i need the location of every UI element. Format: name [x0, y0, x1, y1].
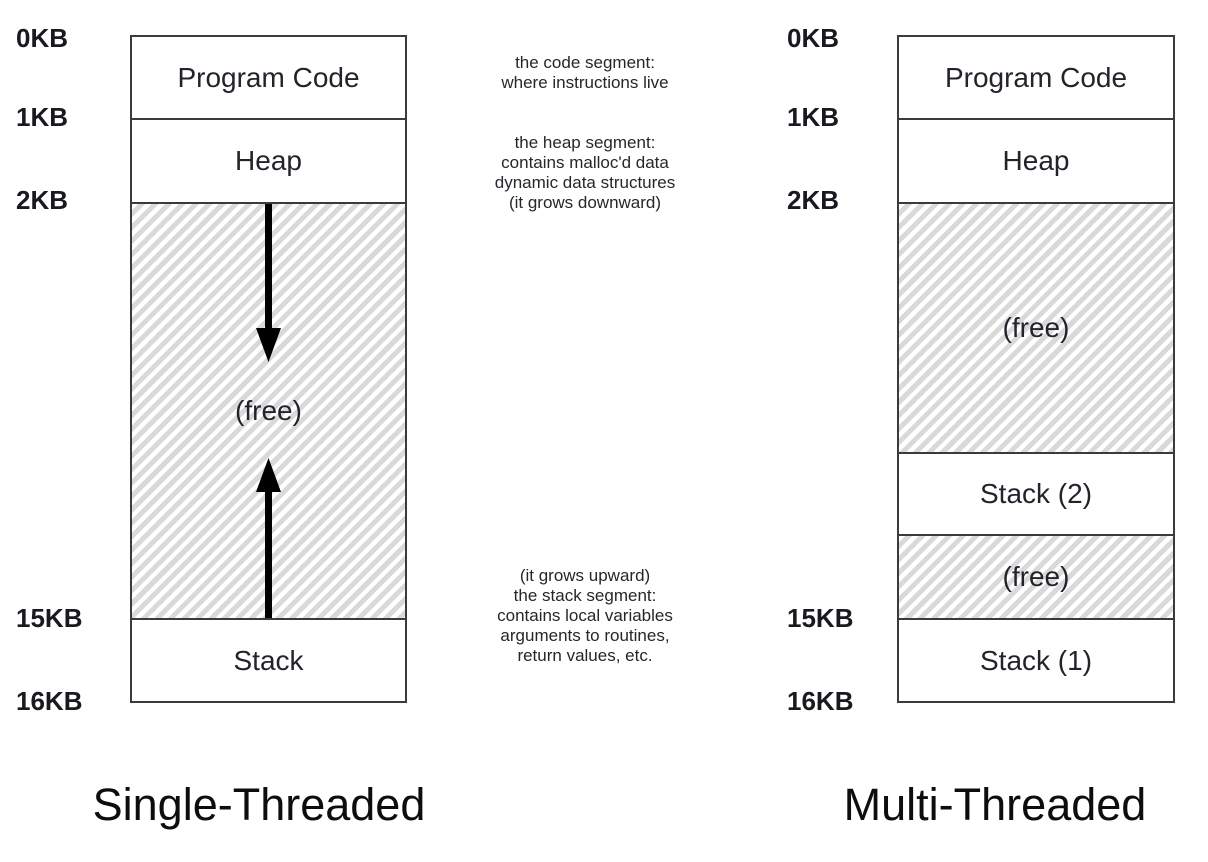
segment-label: (free)	[235, 395, 302, 426]
tick-16kb-left: 16KB	[16, 686, 83, 716]
tick-16kb-right: 16KB	[787, 686, 854, 716]
tick-15kb-left: 15KB	[16, 603, 83, 633]
segment-label: (free)	[1002, 312, 1070, 343]
segment-label: (free)	[1002, 561, 1070, 592]
annotation-stack-segment: (it grows upward) the stack segment: con…	[497, 566, 673, 665]
diagram-title-multi-threaded: Multi-Threaded	[843, 779, 1147, 830]
segment-label: Stack	[233, 644, 304, 676]
segment-program-code: Program Code	[899, 37, 1173, 118]
segment-label: Stack (2)	[979, 478, 1093, 509]
tick-0kb-right: 0KB	[787, 23, 840, 53]
segment-heap: Heap	[132, 118, 405, 202]
segment-free-upper: (free)	[899, 202, 1173, 452]
segment-label: Program Code	[944, 61, 1128, 93]
segment-label: Heap	[235, 145, 302, 176]
heap-growth-down-arrow-icon	[256, 204, 281, 362]
segment-stack: Stack	[132, 618, 405, 701]
segment-free-lower: (free)	[899, 534, 1173, 618]
segment-heap: Heap	[899, 118, 1173, 202]
tick-1kb-left: 1KB	[16, 102, 69, 132]
segment-free: (free)	[132, 202, 405, 618]
segment-label: Program Code	[177, 61, 360, 93]
annotation-heap-segment: the heap segment: contains malloc'd data…	[494, 133, 676, 212]
segment-program-code: Program Code	[132, 37, 405, 118]
segment-stack-1: Stack (1)	[899, 618, 1173, 701]
segment-label: Heap	[1002, 145, 1070, 176]
segment-label: Stack (1)	[979, 644, 1093, 676]
segment-stack-2: Stack (2)	[899, 452, 1173, 534]
growth-arrows	[256, 204, 281, 618]
tick-15kb-right: 15KB	[787, 603, 854, 633]
tick-2kb-right: 2KB	[787, 185, 840, 215]
tick-0kb-left: 0KB	[16, 23, 69, 53]
annotation-code-segment: the code segment: where instructions liv…	[501, 53, 669, 92]
address-space-box-single-threaded: Program Code Heap (free) Stack	[130, 35, 407, 703]
diagram-title-single-threaded: Single-Threaded	[92, 779, 426, 830]
stack-growth-up-arrow-icon	[256, 458, 281, 618]
tick-2kb-left: 2KB	[16, 185, 69, 215]
address-space-box-multi-threaded: Program Code Heap (free) Stack (2) (free…	[897, 35, 1175, 703]
tick-1kb-right: 1KB	[787, 102, 840, 132]
